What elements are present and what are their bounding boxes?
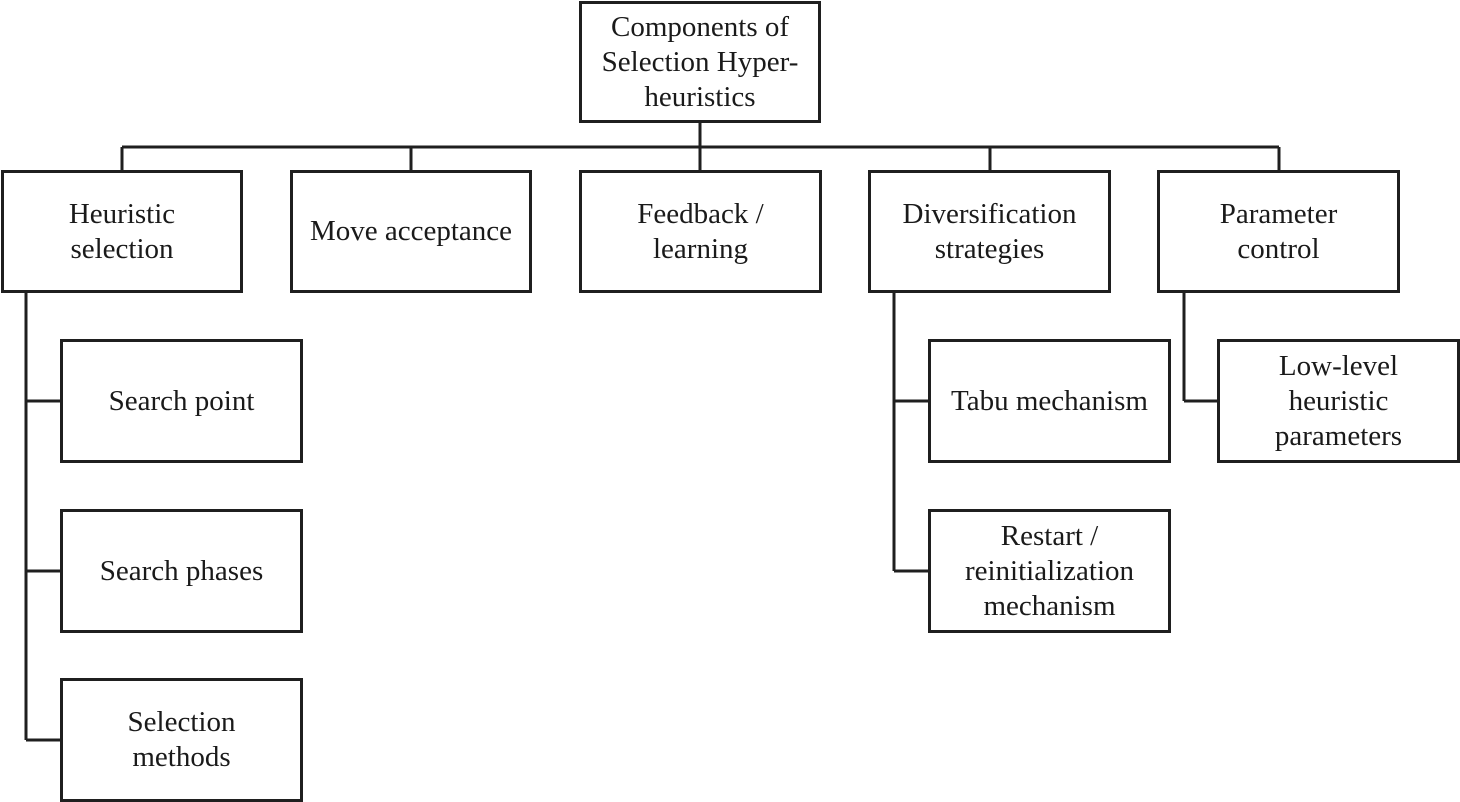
child-search-point: Search point <box>60 339 303 463</box>
child-low-level-heuristic-parameters: Low-level heuristic parameters <box>1217 339 1460 463</box>
category-diversification-strategies: Diversification strategies <box>868 170 1111 293</box>
child-restart-reinitialization-mechanism: Restart / reinitialization mechanism <box>928 509 1171 633</box>
category-parameter-control: Parameter control <box>1157 170 1400 293</box>
category-feedback-learning: Feedback / learning <box>579 170 822 293</box>
root-node: Components of Selection Hyper- heuristic… <box>579 1 821 123</box>
child-search-phases: Search phases <box>60 509 303 633</box>
child-selection-methods: Selection methods <box>60 678 303 802</box>
category-move-acceptance: Move acceptance <box>290 170 532 293</box>
child-tabu-mechanism: Tabu mechanism <box>928 339 1171 463</box>
category-heuristic-selection: Heuristic selection <box>1 170 243 293</box>
